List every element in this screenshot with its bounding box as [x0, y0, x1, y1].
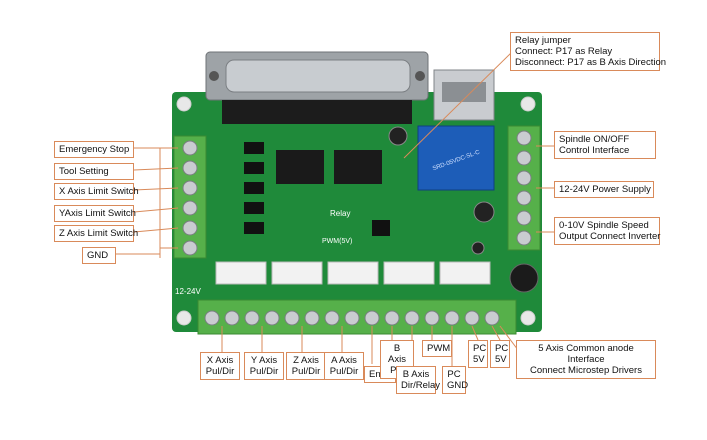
- db25-body: [225, 59, 411, 93]
- chip: [276, 150, 324, 184]
- b-axis-dir-line-2: Dir/Relay: [401, 380, 441, 391]
- label-common-anode: 5 Axis Common anode Interface Connect Mi…: [516, 340, 656, 379]
- label-x-axis: X Axis Pul/Dir: [200, 352, 240, 380]
- label-b-axis-dir: B Axis Dir/Relay: [396, 366, 441, 394]
- mount-hole: [520, 96, 536, 112]
- common-anode-line-1: 5 Axis Common anode Interface: [538, 343, 634, 365]
- left-terminal-block: [173, 135, 207, 259]
- label-pc-5v-b: PC 5V: [490, 340, 510, 368]
- label-z-limit-switch: Z Axis Limit Switch: [54, 225, 138, 242]
- chip: [334, 150, 382, 184]
- label-power-supply: 12-24V Power Supply: [554, 181, 654, 198]
- chip: [244, 142, 264, 154]
- z-axis-line-1: Z Axis: [293, 355, 319, 366]
- a-axis-line-1: A Axis: [331, 355, 357, 366]
- pc-5v-b-line-2: 5V: [495, 354, 507, 365]
- chip: [244, 222, 264, 234]
- header-b: [439, 261, 491, 285]
- chip: [244, 202, 264, 214]
- spindle-speed-line-1: 0-10V Spindle Speed: [559, 220, 649, 231]
- relay: [417, 125, 495, 191]
- label-gnd: GND: [82, 247, 116, 264]
- capacitor: [509, 263, 539, 293]
- pc-gnd-line-2: GND: [447, 380, 469, 391]
- pc-5v-b-line-1: PC: [495, 343, 509, 354]
- relay-jumper-connect: Connect: P17 as Relay: [515, 46, 613, 57]
- usb-port-inner: [442, 82, 486, 102]
- mount-hole: [520, 310, 536, 326]
- capacitor: [471, 241, 485, 255]
- chip: [244, 182, 264, 194]
- chip: [372, 220, 390, 236]
- label-z-axis: Z Axis Pul/Dir: [286, 352, 326, 380]
- label-y-limit-switch: YAxis Limit Switch: [54, 205, 136, 222]
- pc-gnd-line-1: PC: [447, 369, 461, 380]
- header-y: [271, 261, 323, 285]
- right-terminal-block: [507, 125, 541, 251]
- chip: [244, 162, 264, 174]
- header-x: [215, 261, 267, 285]
- relay-jumper-disconnect: Disconnect: P17 as B Axis Direction: [515, 57, 667, 68]
- pc-5v-a-line-2: 5V: [473, 354, 485, 365]
- label-spindle-control: Spindle ON/OFF Control Interface: [554, 131, 656, 159]
- relay-silkscreen: Relay: [330, 209, 350, 218]
- mount-hole: [176, 310, 192, 326]
- left-terminal-screws: [182, 140, 198, 256]
- label-pc-5v-a: PC 5V: [468, 340, 488, 368]
- label-x-limit-switch: X Axis Limit Switch: [54, 183, 139, 200]
- capacitor: [473, 201, 495, 223]
- spindle-line-2: Control Interface: [559, 145, 630, 156]
- x-axis-line-2: Pul/Dir: [205, 366, 235, 377]
- header-a: [383, 261, 435, 285]
- label-spindle-speed: 0-10V Spindle Speed Output Connect Inver…: [554, 217, 660, 245]
- db25-screw: [415, 71, 425, 81]
- label-y-axis: Y Axis Pul/Dir: [244, 352, 284, 380]
- label-pwm: PWM: [422, 340, 452, 357]
- pc-5v-a-line-1: PC: [473, 343, 487, 354]
- y-axis-line-2: Pul/Dir: [249, 366, 279, 377]
- label-emergency-stop: Emergency Stop: [54, 141, 134, 158]
- relay-jumper-title: Relay jumper: [515, 35, 571, 46]
- x-axis-line-1: X Axis: [206, 355, 234, 366]
- spindle-line-1: Spindle ON/OFF: [559, 134, 630, 145]
- mount-hole: [176, 96, 192, 112]
- bottom-terminal-screws: [204, 310, 500, 326]
- label-pc-gnd: PC GND: [442, 366, 469, 394]
- y-axis-line-1: Y Axis: [250, 355, 278, 366]
- capacitor: [388, 126, 408, 146]
- label-relay-jumper: Relay jumper Connect: P17 as Relay Disco…: [510, 32, 667, 71]
- label-tool-setting: Tool Setting: [54, 163, 134, 180]
- common-anode-line-2: Connect Microstep Drivers: [530, 365, 642, 376]
- a-axis-line-2: Pul/Dir: [329, 366, 359, 377]
- label-a-axis: A Axis Pul/Dir: [324, 352, 364, 380]
- db25-back: [222, 100, 412, 124]
- right-terminal-screws: [516, 130, 532, 246]
- db25-screw: [209, 71, 219, 81]
- b-axis-dir-line-1: B Axis: [402, 369, 430, 380]
- header-z: [327, 261, 379, 285]
- spindle-speed-line-2: Output Connect Inverter: [559, 231, 661, 242]
- voltage-silkscreen: 12-24V: [175, 287, 201, 296]
- pwm-silkscreen: PWM(5V): [322, 238, 352, 245]
- b-axis-pul-line-1: B Axis: [388, 343, 406, 365]
- z-axis-line-2: Pul/Dir: [291, 366, 321, 377]
